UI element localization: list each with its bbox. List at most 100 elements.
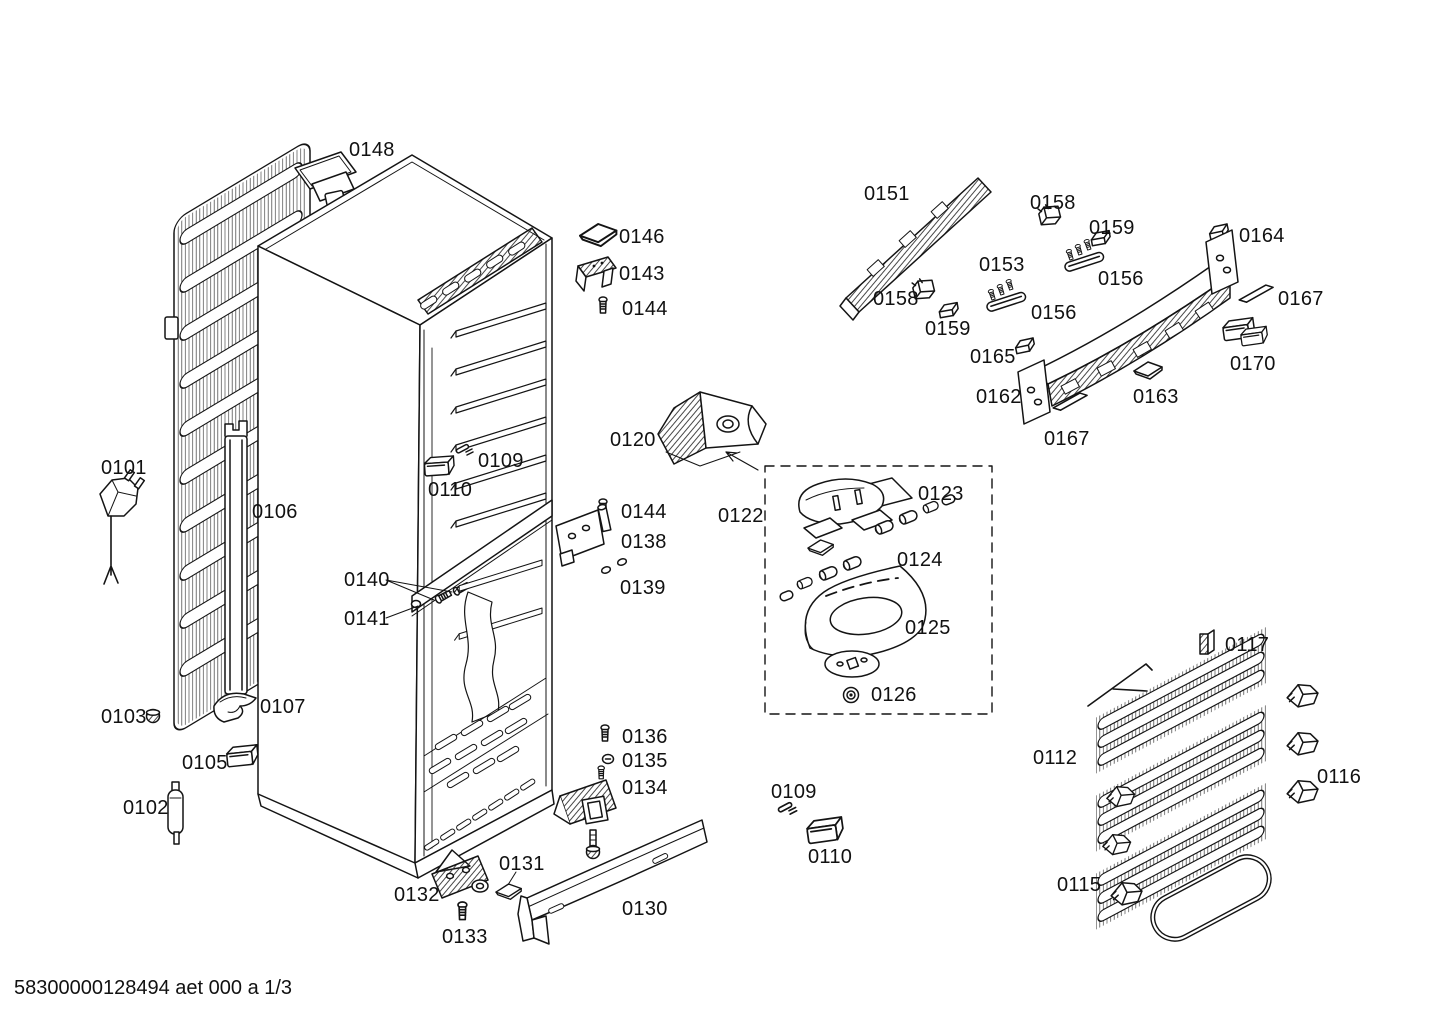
part-0143-bracket [575,256,617,292]
part-label-0125: 0125 [905,617,951,639]
part-label-0134: 0134 [622,777,668,799]
part-label-0148: 0148 [349,139,395,161]
part-label-0106: 0106 [252,501,298,523]
part-label-0120: 0120 [610,429,656,451]
part-0134-hinge [553,765,617,860]
part-label-0153: 0153 [979,254,1025,276]
part-0144-screw-top [598,296,608,314]
part-0136-screw [600,724,610,742]
part-label-0163: 0163 [1133,386,1179,408]
part-0146-pad [579,223,618,248]
part-label-0131: 0131 [499,853,545,875]
part-label-0140: 0140 [344,569,390,591]
part-0151-strip [839,177,992,321]
part-0116-clip-3 [1285,778,1320,805]
part-label-0130: 0130 [622,898,668,920]
part-0116-clip-1 [1285,682,1320,709]
cabinet [257,154,555,879]
part-0133-screw [457,901,468,921]
condenser-edge-clip [164,316,179,340]
part-label-0144: 0144 [621,501,667,523]
part-label-0110: 0110 [428,479,473,501]
fan-assembly-box [725,451,993,715]
part-0123-shroud [798,477,913,539]
part-label-0164: 0164 [1239,225,1285,247]
part-0103-nut [145,708,161,724]
part-0116-clip-2 [1285,730,1320,757]
part-0105-box [225,744,260,768]
part-label-0159: 0159 [925,318,971,340]
part-label-0107: 0107 [260,696,306,718]
part-0102-drier [167,781,184,845]
part-label-0135: 0135 [622,750,668,772]
fan-mount-disc [824,650,880,678]
part-0106-channel [224,420,248,695]
part-label-0103: 0103 [101,706,147,728]
part-0107-clamp [213,692,257,723]
part-label-0156: 0156 [1098,268,1144,290]
part-label-0109: 0109 [771,781,817,803]
part-label-0167: 0167 [1044,428,1090,450]
freezer-air-duct [463,591,500,723]
part-0101-power-cord [99,469,146,585]
part-0109-clip-lower [776,801,798,815]
part-label-0132: 0132 [394,884,440,906]
part-0156-rail-mid [981,276,1027,312]
part-0167-plate-right [1237,283,1276,304]
cabinet-top-strip [417,227,543,315]
part-label-0105: 0105 [182,752,228,774]
part-label-0101: 0101 [101,457,147,479]
part-0132-hinge-plate [431,849,489,899]
part-label-0143: 0143 [619,263,665,285]
freezer-floor-vents [423,677,549,793]
part-0165-clip [1013,337,1037,355]
part-label-0109: 0109 [478,450,524,472]
part-0138-hinge [555,503,612,567]
part-label-0167: 0167 [1278,288,1324,310]
part-0130-plinth [517,819,708,945]
part-0117-clip [1199,629,1215,655]
part-label-0162: 0162 [976,386,1022,408]
part-0163-pad [1133,361,1163,380]
cabinet-base-slots [424,778,536,851]
part-0125-scroll-housing [804,565,927,658]
part-label-0102: 0102 [123,797,169,819]
part-label-0136: 0136 [622,726,668,748]
part-label-0123: 0123 [918,483,964,505]
part-label-0158: 0158 [873,288,919,310]
part-label-0116: 0116 [1317,766,1362,788]
part-label-0144: 0144 [622,298,668,320]
part-label-0146: 0146 [619,226,665,248]
part-label-0165: 0165 [970,346,1016,368]
part-label-0151: 0151 [864,183,910,205]
part-label-0139: 0139 [620,577,666,599]
part-0162-fascia [1017,229,1239,425]
part-label-0133: 0133 [442,926,488,948]
evaporator-end-loop [1150,854,1272,942]
part-0110-cover-lower [805,816,846,845]
part-label-0159: 0159 [1089,217,1135,239]
part-0124-bushings [779,494,956,602]
part-0131-pad [495,883,522,900]
part-label-0126: 0126 [871,684,917,706]
part-0170-housing [1221,316,1269,347]
part-label-0124: 0124 [897,549,943,571]
part-label-0122: 0122 [718,505,764,527]
part-0159-clip-left [937,301,960,319]
part-label-0170: 0170 [1230,353,1276,375]
document-number: 58300000128494 aet 000 a 1/3 [14,977,293,999]
part-label-0117: 0117 [1225,634,1270,656]
part-0110-cover-upper [423,455,456,477]
part-label-0115: 0115 [1057,874,1102,896]
part-label-0156: 0156 [1031,302,1077,324]
part-0135-washer [601,753,615,765]
part-0126-grommet [842,686,860,704]
part-label-0158: 0158 [1030,192,1076,214]
part-0120-bracket [657,391,767,467]
fan-gasket-pad [807,539,834,556]
part-0139-washers [600,558,628,574]
part-label-0138: 0138 [621,531,667,553]
part-0112-evaporator [1087,626,1272,942]
